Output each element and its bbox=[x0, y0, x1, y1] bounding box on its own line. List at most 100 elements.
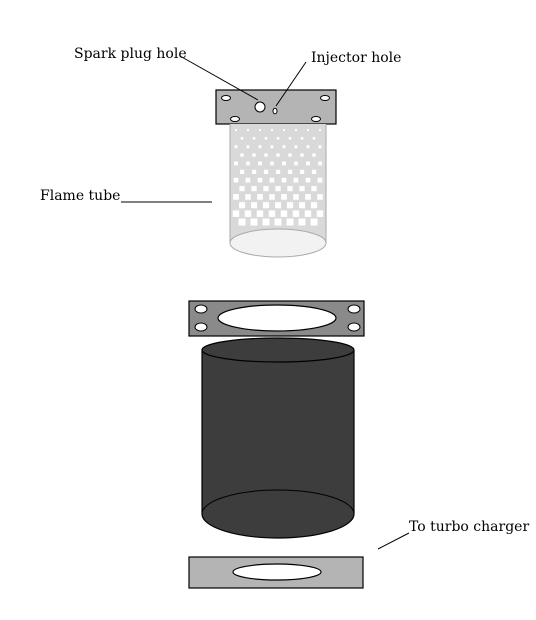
perforation-hole bbox=[307, 129, 309, 131]
perforation-hole bbox=[235, 129, 237, 131]
perforation-hole bbox=[258, 161, 262, 166]
to-turbo-charger-label: To turbo charger bbox=[409, 519, 529, 535]
injector-hole-label: Injector hole bbox=[311, 50, 401, 66]
perforation-hole bbox=[251, 202, 258, 209]
turbo-outlet-opening bbox=[232, 563, 322, 581]
perforation-hole bbox=[269, 194, 275, 200]
perforation-hole bbox=[312, 137, 316, 140]
perforation-hole bbox=[287, 202, 294, 209]
perforation-hole bbox=[304, 210, 312, 217]
perforation-hole bbox=[245, 194, 251, 200]
perforation-hole bbox=[257, 177, 263, 183]
perforation-hole bbox=[305, 177, 311, 183]
perforation-hole bbox=[288, 137, 292, 140]
gasket-opening bbox=[217, 304, 337, 332]
perforation-hole bbox=[252, 153, 256, 157]
perforation-hole bbox=[252, 137, 256, 140]
flame-tube-perforations bbox=[232, 129, 324, 226]
perforation-hole bbox=[234, 145, 238, 149]
perforation-hole bbox=[288, 153, 292, 157]
perforation-hole bbox=[251, 169, 257, 174]
perforation-hole bbox=[293, 177, 299, 183]
perforation-hole bbox=[298, 218, 306, 226]
spark-plug-hole-label: Spark plug hole bbox=[74, 46, 187, 62]
perforation-hole bbox=[300, 153, 304, 157]
outer-combustion-can bbox=[201, 337, 355, 539]
perforation-hole bbox=[257, 194, 263, 200]
bolt-hole bbox=[194, 322, 208, 332]
perforation-hole bbox=[233, 194, 239, 200]
perforation-hole bbox=[245, 177, 251, 183]
perforation-hole bbox=[319, 129, 321, 131]
perforation-hole bbox=[318, 161, 322, 166]
perforation-hole bbox=[300, 137, 304, 140]
can-top-rim bbox=[201, 337, 355, 363]
perforation-hole bbox=[275, 169, 281, 174]
perforation-hole bbox=[287, 186, 293, 192]
perforation-hole bbox=[306, 161, 310, 166]
flame-tube bbox=[229, 124, 327, 258]
perforation-hole bbox=[299, 202, 306, 209]
bolt-hole bbox=[194, 304, 208, 314]
perforation-hole bbox=[269, 177, 275, 183]
middle-gasket-plate bbox=[188, 300, 365, 337]
perforation-hole bbox=[239, 186, 245, 192]
perforation-hole bbox=[317, 194, 323, 200]
perforation-hole bbox=[294, 161, 298, 166]
flame-tube-bottom-opening bbox=[229, 228, 327, 258]
bottom-turbo-plate bbox=[188, 556, 364, 589]
spark-plug-hole bbox=[254, 101, 266, 113]
flame-tube-label: Flame tube bbox=[40, 188, 120, 204]
perforation-hole bbox=[270, 145, 274, 149]
perforation-hole bbox=[311, 169, 317, 174]
perforation-hole bbox=[312, 153, 316, 157]
perforation-hole bbox=[287, 169, 293, 174]
perforation-hole bbox=[276, 137, 280, 140]
perforation-hole bbox=[251, 186, 257, 192]
perforation-hole bbox=[310, 218, 318, 226]
perforation-hole bbox=[238, 218, 246, 226]
perforation-hole bbox=[281, 177, 287, 183]
perforation-hole bbox=[276, 153, 280, 157]
bolt-hole bbox=[347, 304, 361, 314]
perforation-hole bbox=[299, 186, 305, 192]
perforation-hole bbox=[256, 210, 264, 217]
bolt-hole bbox=[320, 95, 330, 101]
perforation-hole bbox=[293, 194, 299, 200]
perforation-hole bbox=[247, 129, 249, 131]
perforation-hole bbox=[282, 161, 286, 166]
perforation-hole bbox=[246, 161, 250, 166]
perforation-hole bbox=[318, 145, 322, 149]
bolt-hole bbox=[311, 116, 321, 122]
perforation-hole bbox=[239, 202, 246, 209]
perforation-hole bbox=[263, 202, 270, 209]
perforation-hole bbox=[295, 129, 297, 131]
perforation-hole bbox=[286, 218, 294, 226]
perforation-hole bbox=[299, 169, 305, 174]
perforation-hole bbox=[262, 218, 270, 226]
bolt-hole bbox=[347, 322, 361, 332]
perforation-hole bbox=[240, 153, 244, 157]
perforation-hole bbox=[246, 145, 250, 149]
perforation-hole bbox=[250, 218, 258, 226]
turbo-leader-line bbox=[377, 532, 410, 550]
perforation-hole bbox=[274, 218, 282, 226]
perforation-hole bbox=[311, 186, 317, 192]
perforation-hole bbox=[283, 129, 285, 131]
perforation-hole bbox=[244, 210, 252, 217]
perforation-hole bbox=[263, 169, 269, 174]
spark-plug-leader-line bbox=[179, 55, 259, 101]
perforation-hole bbox=[317, 177, 323, 183]
injector-leader-line bbox=[275, 61, 307, 107]
perforation-hole bbox=[275, 202, 282, 209]
perforation-hole bbox=[239, 169, 245, 174]
perforation-hole bbox=[275, 186, 281, 192]
perforation-hole bbox=[234, 161, 238, 166]
perforation-hole bbox=[270, 161, 274, 166]
perforation-hole bbox=[316, 210, 324, 217]
perforation-hole bbox=[233, 177, 239, 183]
perforation-hole bbox=[258, 145, 262, 149]
perforation-hole bbox=[282, 145, 286, 149]
bolt-hole bbox=[230, 116, 240, 122]
perforation-hole bbox=[280, 210, 288, 217]
